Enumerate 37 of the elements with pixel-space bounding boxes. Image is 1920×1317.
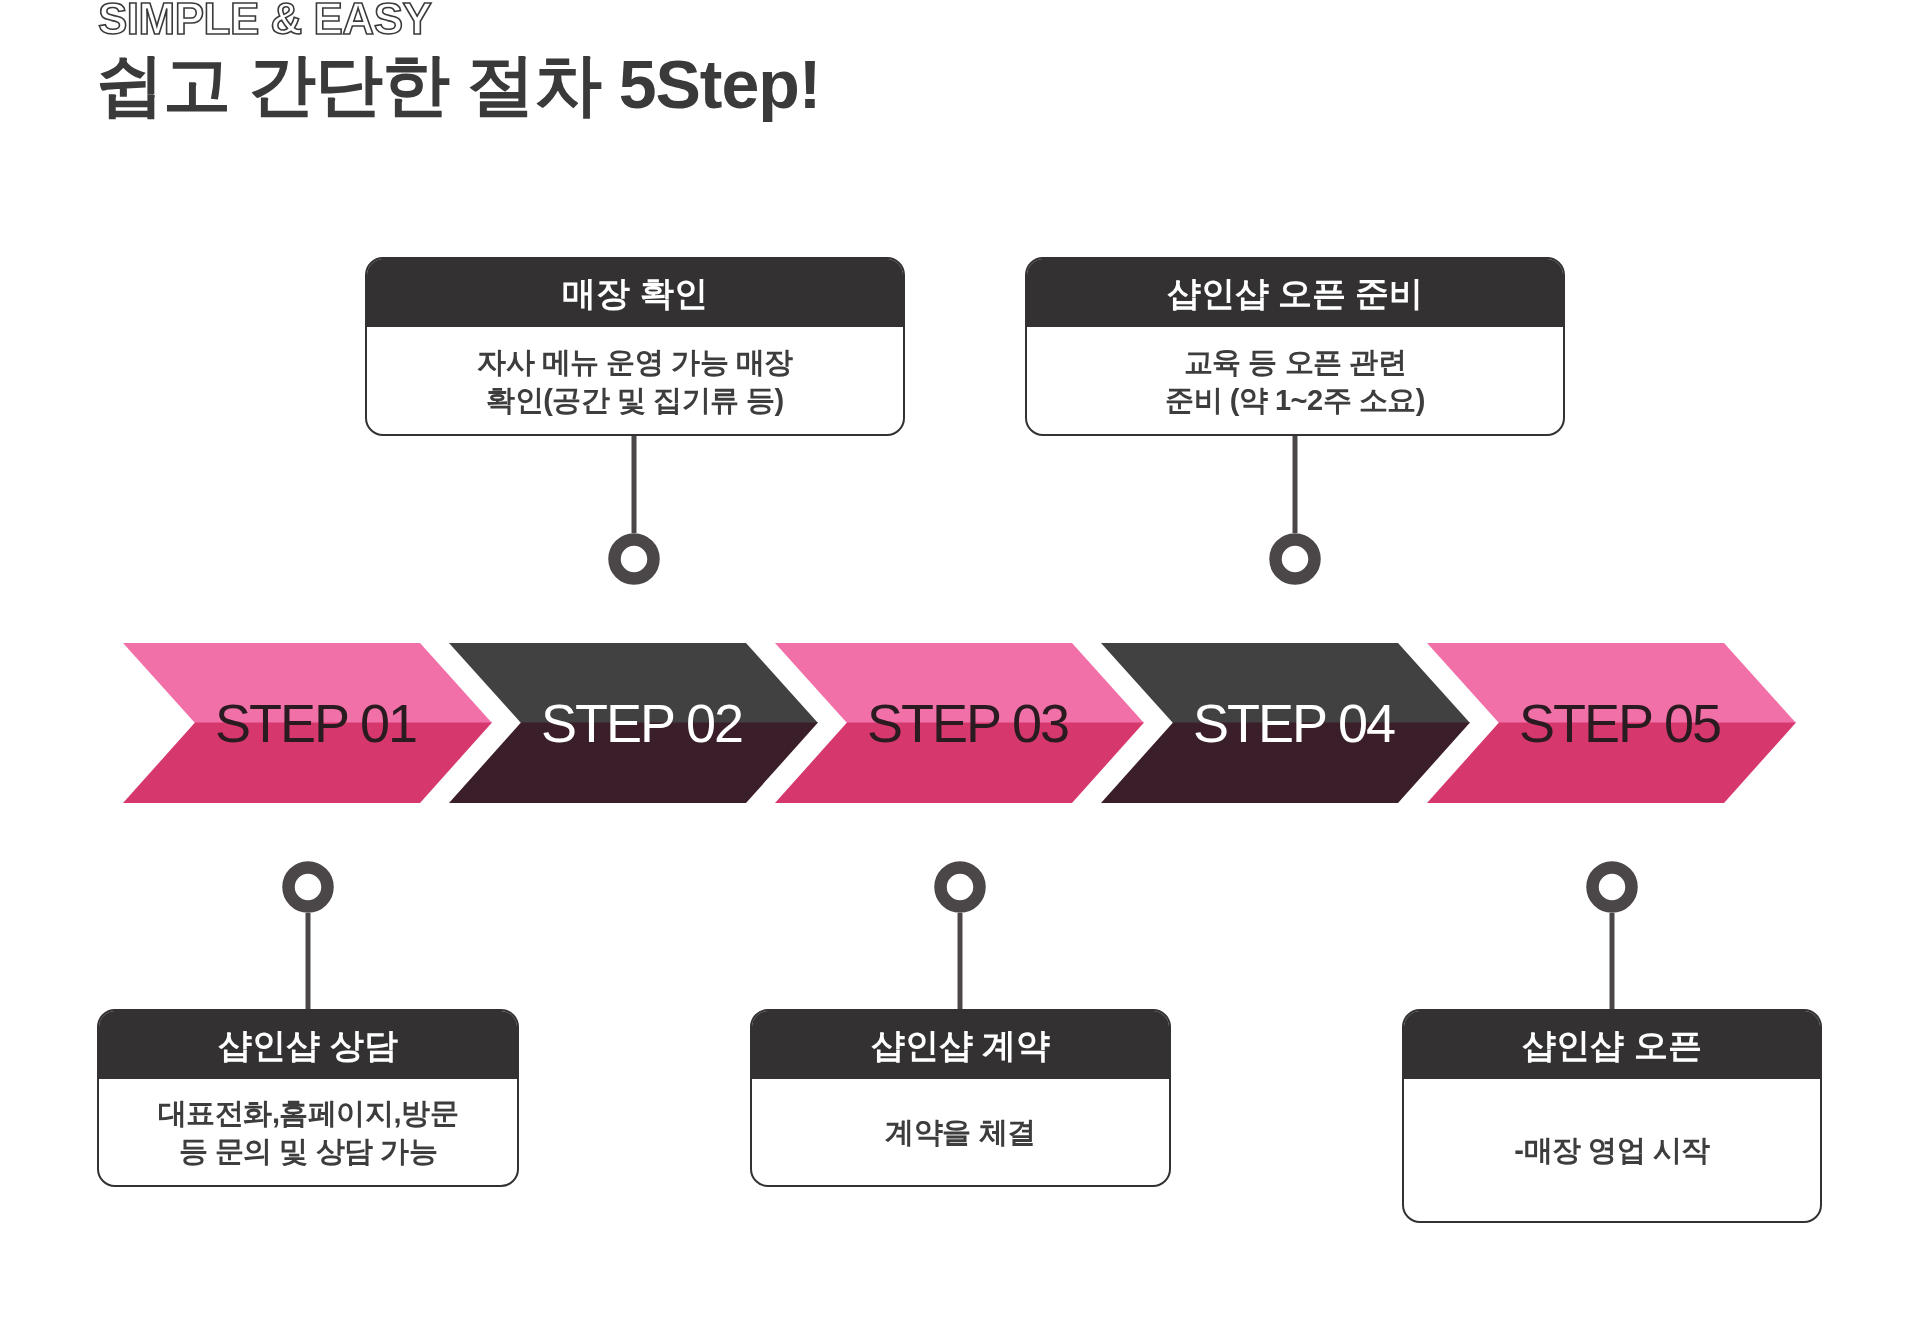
card-text: 계약을 체결	[885, 1115, 1036, 1150]
diagram-title: 쉽고 간단한 절차 5Step!	[96, 45, 821, 124]
subtitle: SIMPLE & EASY	[98, 0, 432, 43]
step-card	[1402, 1009, 1822, 1223]
leader-line	[1292, 436, 1298, 533]
step-card	[97, 1009, 519, 1187]
process-step	[123, 643, 492, 803]
card-text: 자사 메뉴 운영 가능 매장 확인(공간 및 집기류 등)	[476, 344, 794, 418]
leader-line	[305, 913, 311, 1009]
step-label: STEP 04	[1193, 693, 1395, 753]
ring-icon	[608, 533, 660, 585]
card-heading: 매장 확인	[367, 259, 903, 327]
card-heading: 샵인샵 상담	[99, 1011, 517, 1079]
process-step	[449, 643, 818, 803]
step-label: STEP 05	[1519, 693, 1721, 753]
process-step	[775, 643, 1144, 803]
card-heading: 샵인샵 계약	[752, 1011, 1169, 1079]
leader-line	[631, 436, 637, 533]
ring-icon	[1586, 861, 1638, 913]
ring-icon	[934, 861, 986, 913]
process-step	[1427, 643, 1796, 803]
step-label: STEP 01	[215, 693, 417, 753]
card-text: -매장 영업 시작	[1514, 1133, 1710, 1168]
card-heading: 샵인샵 오픈	[1404, 1011, 1820, 1079]
card-text: 교육 등 오픈 관련 준비 (약 1~2주 소요)	[1164, 344, 1426, 418]
card-text: 대표전화,홈페이지,방문 등 문의 및 상담 가능	[156, 1096, 460, 1169]
step-card	[365, 257, 905, 436]
leader-line	[957, 913, 963, 1009]
card-heading: 샵인샵 오픈 준비	[1027, 259, 1563, 327]
ring-icon	[282, 861, 334, 913]
ring-icon	[1269, 533, 1321, 585]
step-label: STEP 02	[541, 693, 743, 753]
step-card	[1025, 257, 1565, 436]
process-step	[1101, 643, 1470, 803]
leader-line	[1609, 913, 1615, 1009]
step-label: STEP 03	[867, 693, 1069, 753]
step-card	[750, 1009, 1171, 1187]
